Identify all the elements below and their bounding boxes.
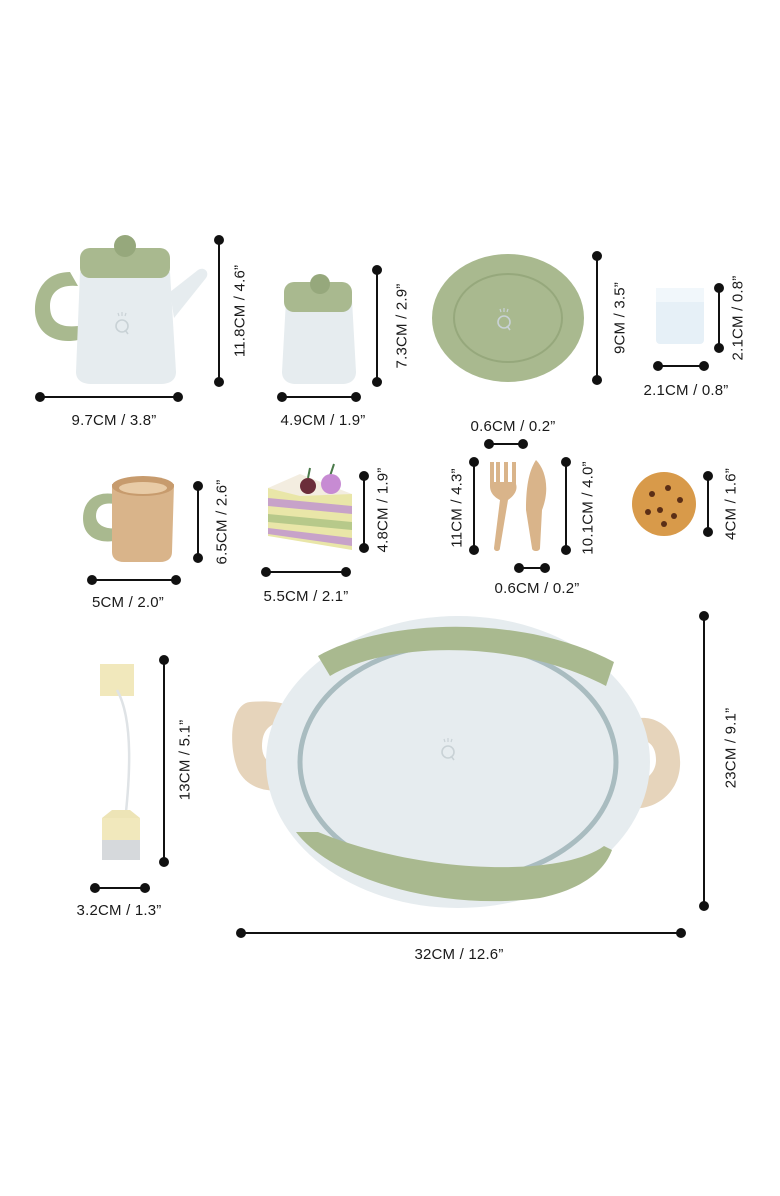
- cake-height-label: 4.8CM / 1.9”: [374, 467, 392, 553]
- plate-height-label: 9CM / 3.5”: [611, 281, 629, 355]
- fork: [490, 462, 517, 551]
- cup-height-label: 6.5CM / 2.6”: [213, 479, 231, 565]
- fork-height-label: 11CM / 4.3”: [448, 468, 466, 548]
- sugar-pot: [282, 274, 356, 384]
- fork-width-label: 0.6CM / 0.2”: [470, 418, 556, 435]
- teapot-width-label: 9.7CM / 3.8”: [71, 412, 157, 429]
- cake-width-label: 5.5CM / 2.1”: [263, 588, 349, 605]
- knife-width-label: 0.6CM / 0.2”: [494, 580, 580, 597]
- teapot: [35, 235, 208, 384]
- plate: [432, 254, 584, 382]
- dimension-lines: [35, 235, 724, 938]
- cake-slice: [268, 463, 352, 550]
- cookie-height-label: 4CM / 1.6”: [722, 467, 740, 541]
- cup: [83, 476, 174, 562]
- sugar-pot-width-label: 4.9CM / 1.9”: [280, 412, 366, 429]
- cookie: [632, 472, 696, 536]
- sugar-cube-width-label: 2.1CM / 0.8”: [643, 382, 729, 399]
- tea-bag-height-label: 13CM / 5.1”: [176, 719, 194, 801]
- tray-height-label: 23CM / 9.1”: [722, 707, 740, 789]
- tea-bag: [100, 664, 140, 860]
- serving-tray: [232, 616, 681, 908]
- knife: [526, 460, 547, 551]
- sugar-cube: [656, 288, 704, 344]
- tray-width-label: 32CM / 12.6”: [414, 946, 504, 963]
- sugar-cube-height-label: 2.1CM / 0.8”: [729, 275, 747, 361]
- teapot-height-label: 11.8CM / 4.6”: [231, 264, 249, 358]
- cup-width-label: 5CM / 2.0”: [91, 594, 165, 611]
- sugar-pot-height-label: 7.3CM / 2.9”: [393, 283, 411, 369]
- knife-height-label: 10.1CM / 4.0”: [579, 461, 597, 555]
- tea-bag-width-label: 3.2CM / 1.3”: [76, 902, 162, 919]
